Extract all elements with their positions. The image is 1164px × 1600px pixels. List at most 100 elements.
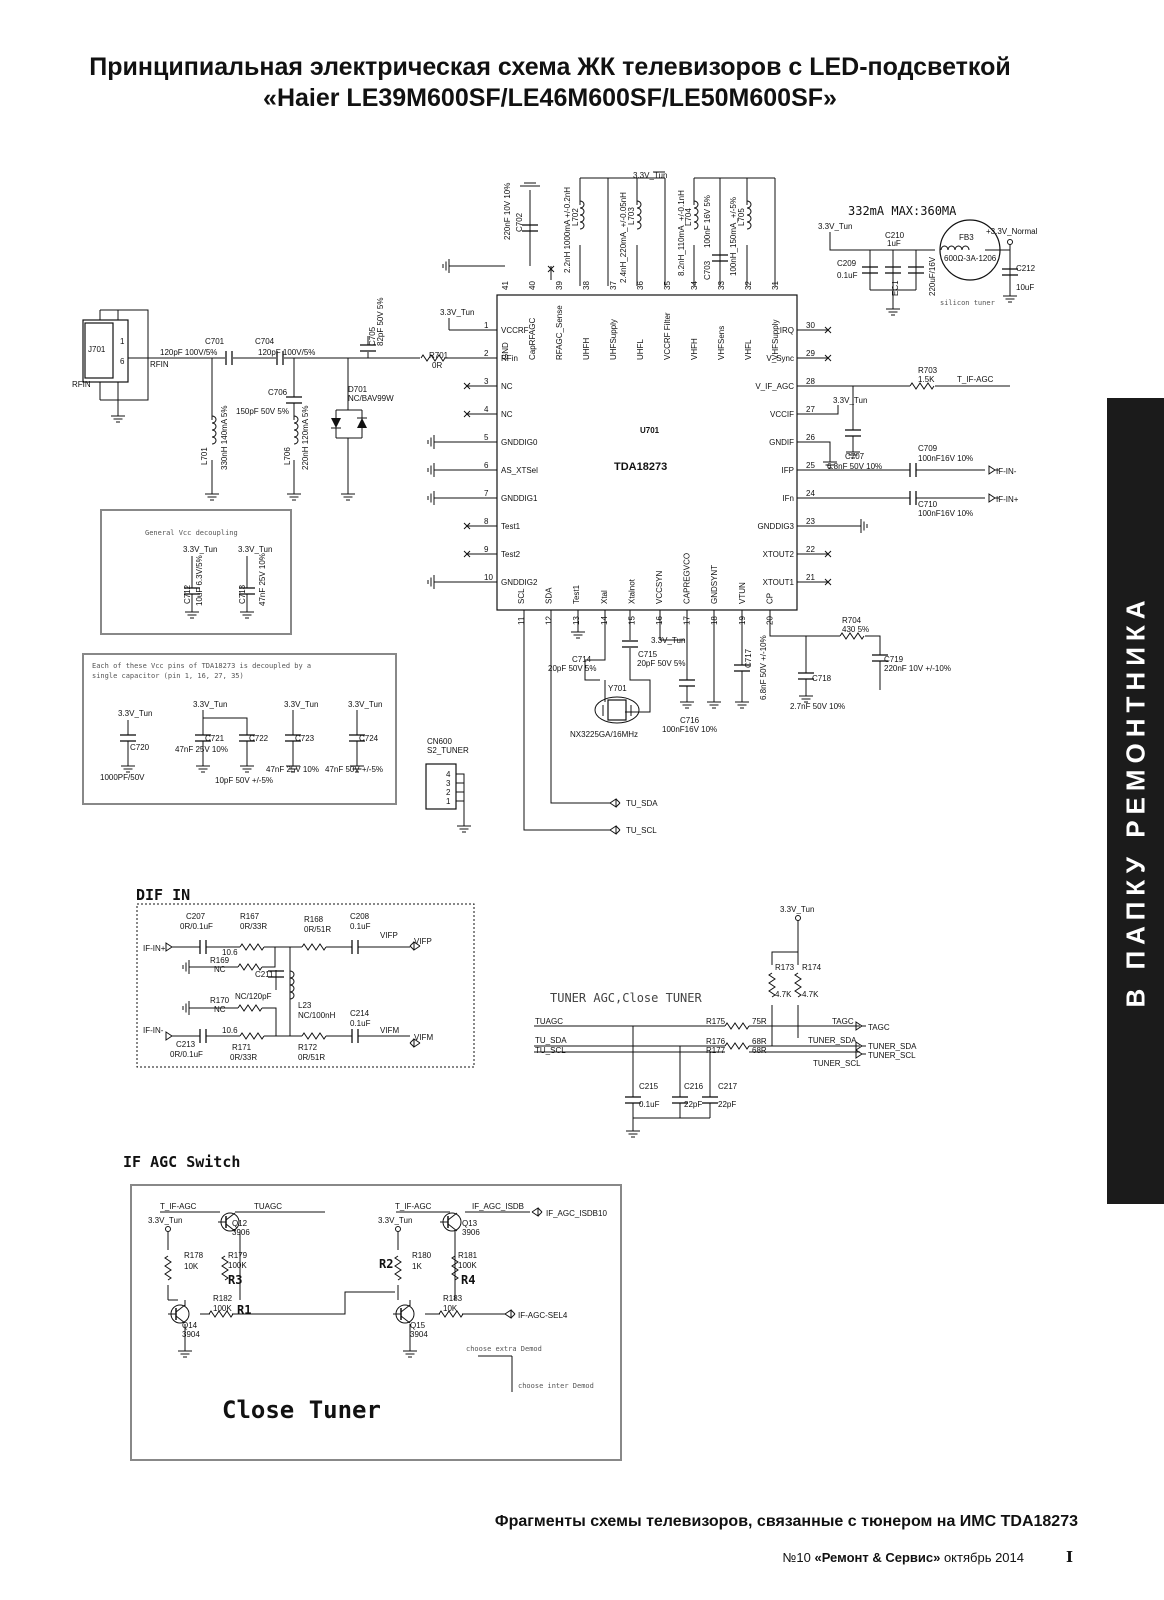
svg-text:R181: R181: [458, 1251, 478, 1260]
ic-pin-label: IRQ: [780, 326, 794, 335]
svg-text:C216: C216: [684, 1082, 704, 1091]
ic-pin-label: Test2: [501, 550, 521, 559]
ic-pin-label: 14: [600, 616, 609, 625]
svg-text:R704: R704: [842, 616, 862, 625]
general-vcc-decoupling: General Vcc decoupling 3.3V_Tun 3.3V_Tun…: [100, 509, 292, 635]
ic-pin-label: 24: [806, 489, 815, 498]
svg-text:3.3V_Tun: 3.3V_Tun: [633, 171, 667, 180]
svg-text:2.2nH 1000mA +/-0.2nH: 2.2nH 1000mA +/-0.2nH: [563, 187, 572, 273]
svg-text:TU_SCL: TU_SCL: [535, 1046, 566, 1055]
svg-text:D701: D701: [348, 385, 368, 394]
svg-text:TU_SCL: TU_SCL: [626, 826, 657, 835]
svg-text:choose inter Demod: choose inter Demod: [518, 1382, 594, 1390]
svg-text:TUAGC: TUAGC: [254, 1202, 282, 1211]
svg-text:2: 2: [446, 788, 451, 797]
svg-text:IF_AGC_ISDB: IF_AGC_ISDB: [472, 1202, 524, 1211]
ic-top-pins: 41GND40CapRFAGC39RFAGC_Sense38UHFH37UHFS…: [501, 281, 780, 360]
svg-text:NC: NC: [214, 965, 226, 974]
svg-text:C715: C715: [638, 650, 658, 659]
ic-pin-label: CAPREGVCO: [683, 553, 692, 604]
svg-text:C713: C713: [238, 584, 247, 604]
power-filter-block: 332mA MAX:360MA 3.3V_Tun C209 0.1uF C210…: [818, 204, 1038, 316]
svg-text:0.1uF: 0.1uF: [837, 271, 858, 280]
ic-left-pins: 1VCCRF2RFin3NC4NC5GNDDIG06AS_XTSel7GNDDI…: [484, 321, 538, 587]
svg-text:TUNER_SDA: TUNER_SDA: [868, 1042, 917, 1051]
svg-text:0R/0.1uF: 0R/0.1uF: [170, 1050, 203, 1059]
svg-text:3.3V_Tun: 3.3V_Tun: [284, 700, 318, 709]
ic-pin-label: 11: [517, 616, 526, 625]
svg-text:C722: C722: [249, 734, 269, 743]
ic-pin-label: GNDDIG2: [501, 578, 538, 587]
svg-text:J701: J701: [88, 345, 106, 354]
svg-text:T_IF-AGC: T_IF-AGC: [957, 375, 994, 384]
svg-text:4: 4: [446, 770, 451, 779]
vcc-pin-decoupling: Each of these Vcc pins of TDA18273 is de…: [82, 653, 397, 805]
ic-pin-label: XTOUT2: [763, 550, 795, 559]
svg-text:CN600: CN600: [427, 737, 452, 746]
svg-text:R175: R175: [706, 1017, 726, 1026]
ic-pin-label: GNDSYNT: [710, 565, 719, 604]
svg-text:120pF 100V/5%: 120pF 100V/5%: [258, 348, 315, 357]
svg-text:0.1uF: 0.1uF: [350, 1019, 371, 1028]
svg-text:C717: C717: [744, 648, 753, 668]
svg-text:20pF 50V 5%: 20pF 50V 5%: [548, 664, 596, 673]
svg-text:10.6: 10.6: [222, 1026, 238, 1035]
svg-text:0R/51R: 0R/51R: [304, 925, 331, 934]
svg-text:C207: C207: [186, 912, 206, 921]
svg-text:R180: R180: [412, 1251, 432, 1260]
svg-text:T_IF-AGC: T_IF-AGC: [395, 1202, 432, 1211]
svg-text:C705: C705: [368, 326, 377, 346]
svg-text:IF-AGC-SEL4: IF-AGC-SEL4: [518, 1311, 568, 1320]
svg-text:1uF: 1uF: [887, 239, 901, 248]
tuner-agc-section: TUNER AGC,Close TUNER 3.3V_Tun R173 4.7K…: [534, 905, 917, 1138]
ic-pin-label: 28: [806, 377, 815, 386]
ic-pin-label: 38: [582, 281, 591, 290]
svg-text:100K: 100K: [213, 1304, 232, 1313]
svg-text:0.1uF: 0.1uF: [350, 922, 371, 931]
page-number: I: [1066, 1548, 1074, 1566]
svg-text:TUNER_SCL: TUNER_SCL: [813, 1059, 861, 1068]
svg-text:100nF16V 10%: 100nF16V 10%: [918, 509, 973, 518]
svg-text:R4: R4: [461, 1273, 475, 1287]
svg-text:1: 1: [446, 797, 451, 806]
svg-text:3.3V_Tun: 3.3V_Tun: [378, 1216, 412, 1225]
svg-text:2.7nF 50V 10%: 2.7nF 50V 10%: [790, 702, 845, 711]
svg-text:L701: L701: [200, 447, 209, 465]
svg-text:C716: C716: [680, 716, 700, 725]
ic-pin-label: 10: [484, 573, 493, 582]
ic-pin-label: GNDDIG3: [758, 522, 795, 531]
ic-pin-label: V_Sync: [766, 354, 794, 363]
svg-text:C718: C718: [812, 674, 832, 683]
ic-pin-label: SDA: [545, 587, 554, 604]
svg-text:NC/BAV99W: NC/BAV99W: [348, 394, 394, 403]
svg-text:6: 6: [120, 357, 125, 366]
ic-pin-label: SCL: [517, 588, 526, 604]
svg-text:20pF 50V 5%: 20pF 50V 5%: [637, 659, 685, 668]
svg-text:C719: C719: [884, 655, 904, 664]
svg-text:NC: NC: [214, 1005, 226, 1014]
svg-text:0R/0.1uF: 0R/0.1uF: [180, 922, 213, 931]
svg-text:DIF IN: DIF IN: [136, 886, 190, 904]
svg-text:Q14: Q14: [182, 1321, 198, 1330]
svg-text:IF_AGC_ISDB10: IF_AGC_ISDB10: [546, 1209, 607, 1218]
ic-u701: U701 TDA18273 1VCCRF2RFin3NC4NC5GNDDIG06…: [484, 281, 815, 625]
svg-text:C704: C704: [255, 337, 275, 346]
svg-text:C215: C215: [639, 1082, 659, 1091]
svg-text:C701: C701: [205, 337, 225, 346]
page-footer: №10 «Ремонт & Сервис» октябрь 2014: [782, 1550, 1024, 1565]
svg-text:1K: 1K: [412, 1262, 422, 1271]
svg-text:L705: L705: [737, 208, 746, 226]
svg-text:L704: L704: [684, 208, 693, 226]
svg-text:C214: C214: [350, 1009, 370, 1018]
svg-text:10K: 10K: [184, 1262, 199, 1271]
svg-text:220nH 120mA 5%: 220nH 120mA 5%: [301, 406, 310, 471]
svg-text:Each of these Vcc pins of TDA1: Each of these Vcc pins of TDA18273 is de…: [92, 662, 311, 670]
ic-bottom-pins: 11SCL12SDA13Test114Xtal15Xtalnot16VCCSYN…: [517, 553, 774, 625]
svg-text:0R/33R: 0R/33R: [240, 922, 267, 931]
ic-pin-label: IFn: [782, 494, 794, 503]
svg-text:IF-IN-: IF-IN-: [143, 1026, 164, 1035]
ic-pin-label: 33: [717, 281, 726, 290]
svg-text:100nH_150mA_+/-5%: 100nH_150mA_+/-5%: [729, 197, 738, 276]
ic-top-components: 220nF 10V 10% C702 3.3V_Tun 2.2nH 1000mA…: [442, 171, 776, 286]
